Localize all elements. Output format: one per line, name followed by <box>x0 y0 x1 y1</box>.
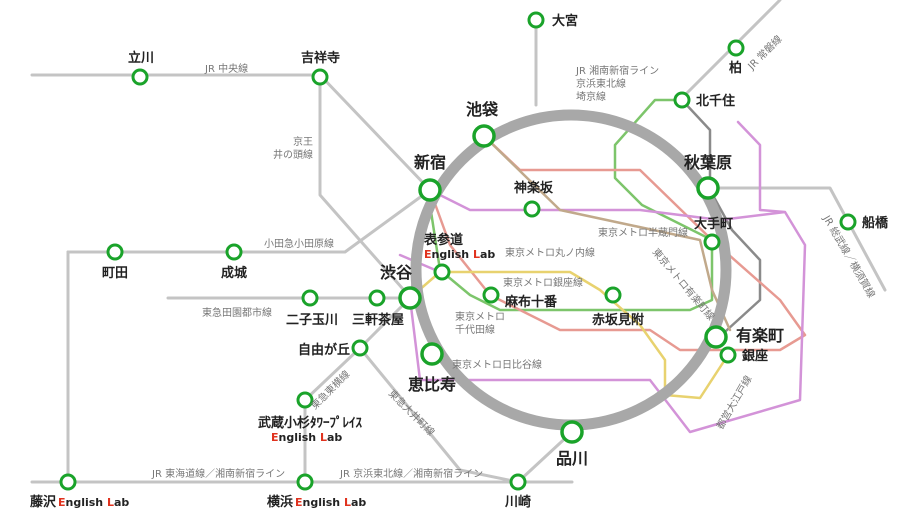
station-label-kashiwa: 柏 <box>729 60 742 76</box>
station-marker-yokohama[interactable] <box>296 473 314 491</box>
station-label-otemachi: 大手町 <box>694 216 733 232</box>
station-marker-otemachi[interactable] <box>703 233 721 251</box>
station-label-shinjuku: 新宿 <box>414 153 446 172</box>
odakyu-line <box>66 188 432 254</box>
station-marker-omiya[interactable] <box>527 11 545 29</box>
station-label-funabashi: 船橋 <box>862 215 889 231</box>
station-label-musashikosugi: 武蔵小杉ﾀﾜｰﾌﾟﾚｲｽ <box>258 415 363 431</box>
station-label-machida: 町田 <box>102 266 128 281</box>
station-marker-kashiwa[interactable] <box>727 39 745 57</box>
line-label-chiyoda-2: 千代田線 <box>455 323 495 336</box>
station-label-azabujuban: 麻布十番 <box>504 294 558 310</box>
line-label-tokaido: JR 東海道線／湘南新宿ライン <box>151 467 285 480</box>
english-lab-tag-yokohama[interactable]: English Lab <box>295 496 366 509</box>
station-label-omiya: 大宮 <box>552 13 578 29</box>
station-label-ebisu: 恵比寿 <box>408 375 456 394</box>
line-label-saikyo-1: JR 湘南新宿ライン <box>575 64 659 77</box>
station-label-seijo: 成城 <box>221 265 247 281</box>
station-label-yurakucho: 有楽町 <box>736 326 784 345</box>
station-markers <box>59 11 857 491</box>
metro-oedo-line <box>408 120 807 434</box>
station-marker-seijo[interactable] <box>225 243 243 261</box>
line-label-marunouchi: 東京メトロ丸ノ内線 <box>505 246 595 259</box>
station-marker-shinagawa[interactable] <box>560 420 584 444</box>
station-marker-machida[interactable] <box>106 243 124 261</box>
line-label-keio-1: 京王 <box>293 135 313 148</box>
station-label-shinagawa: 品川 <box>556 449 588 468</box>
station-marker-sangenjaya[interactable] <box>368 289 386 307</box>
station-label-yokohama: 横浜 <box>267 494 293 510</box>
station-marker-akihabara[interactable] <box>696 176 720 200</box>
station-marker-akasakamitsuke[interactable] <box>604 286 622 304</box>
english-lab-tag-omotesando[interactable]: English Lab <box>424 248 495 261</box>
line-label-tokyu-denentoshi: 東急田園都市線 <box>202 306 272 319</box>
station-label-sangenjaya: 三軒茶屋 <box>352 312 404 328</box>
station-marker-kagurazaka[interactable] <box>523 200 541 218</box>
station-label-ikebukuro: 池袋 <box>466 100 499 119</box>
station-label-futakotamagawa: 二子玉川 <box>286 313 338 328</box>
station-marker-ginza[interactable] <box>719 346 737 364</box>
station-marker-fujisawa[interactable] <box>59 473 77 491</box>
station-marker-azabujuban[interactable] <box>482 286 500 304</box>
station-marker-musashikosugi[interactable] <box>296 391 314 409</box>
metro-ginza-line <box>408 270 730 400</box>
station-labels: 大宮 立川 吉祥寺 柏 北千住 池袋 新宿 秋葉原 神楽坂 船橋 大手町 町田 … <box>30 13 889 510</box>
line-label-oedo: 都営大江戸線 <box>713 373 754 431</box>
station-marker-shibuya[interactable] <box>398 286 422 310</box>
station-label-kagurazaka: 神楽坂 <box>514 180 554 196</box>
station-marker-kitasenju[interactable] <box>673 91 691 109</box>
station-marker-jiyugaoka[interactable] <box>351 339 369 357</box>
line-label-keio-2: 井の頭線 <box>273 148 313 161</box>
metro-hibiya-line <box>680 98 762 342</box>
station-marker-shinjuku[interactable] <box>418 178 442 202</box>
station-label-fujisawa: 藤沢 <box>30 494 57 510</box>
station-label-jiyugaoka: 自由が丘 <box>298 342 350 358</box>
jr-sobu-line <box>706 186 887 292</box>
line-label-joban: JR 常磐線 <box>744 32 784 72</box>
station-marker-yurakucho[interactable] <box>704 325 728 349</box>
station-label-akihabara: 秋葉原 <box>684 153 732 172</box>
station-marker-futakotamagawa[interactable] <box>301 289 319 307</box>
english-lab-tag-fujisawa[interactable]: English Lab <box>58 496 129 509</box>
jr-keihin-line <box>516 430 574 484</box>
station-label-kichijoji: 吉祥寺 <box>301 50 340 66</box>
station-marker-omotesando[interactable] <box>433 263 451 281</box>
station-label-omotesando: 表参道 <box>423 232 463 248</box>
station-marker-ebisu[interactable] <box>420 342 444 366</box>
line-label-yurakucho: 東京メトロ有楽町線 <box>650 246 718 323</box>
line-label-saikyo-3: 埼京線 <box>576 90 606 103</box>
line-label-odakyu: 小田急小田原線 <box>264 237 334 250</box>
station-label-akasakamitsuke: 赤坂見附 <box>592 312 644 328</box>
line-label-chuo: JR 中央線 <box>204 62 248 75</box>
station-marker-ikebukuro[interactable] <box>472 124 496 148</box>
line-label-saikyo-2: 京浜東北線 <box>576 77 626 90</box>
station-marker-tachikawa[interactable] <box>131 68 149 86</box>
line-label-chiyoda-1: 東京メトロ <box>455 310 505 323</box>
keio-inokashira-line <box>318 73 412 299</box>
station-label-kitasenju: 北千住 <box>696 93 735 109</box>
tokyu-oimachi-line <box>358 346 520 484</box>
line-label-hanzomon: 東京メトロ半蔵門線 <box>598 226 688 239</box>
line-label-hibiya: 東京メトロ日比谷線 <box>452 358 542 371</box>
line-label-oimachi: 東急大井町線 <box>386 387 438 439</box>
english-lab-tag-musashikosugi[interactable]: English Lab <box>271 431 342 444</box>
english-lab-tags: English Lab English Lab English Lab Engl… <box>58 248 495 509</box>
line-label-keihin-tohoku: JR 京浜東北線／湘南新宿ライン <box>339 467 483 480</box>
line-label-ginza: 東京メトロ銀座線 <box>503 276 583 289</box>
station-label-kawasaki: 川崎 <box>504 494 531 510</box>
yamanote-loop <box>410 109 732 431</box>
station-label-tachikawa: 立川 <box>128 50 154 66</box>
station-marker-funabashi[interactable] <box>839 213 857 231</box>
jr-chuo-line <box>30 73 432 192</box>
station-marker-kichijoji[interactable] <box>311 68 329 86</box>
tokyu-toyoko-line <box>303 296 412 484</box>
station-label-shibuya: 渋谷 <box>380 263 413 282</box>
metro-chiyoda-line <box>428 98 714 312</box>
station-marker-kawasaki[interactable] <box>509 473 527 491</box>
station-label-ginza: 銀座 <box>742 348 768 364</box>
